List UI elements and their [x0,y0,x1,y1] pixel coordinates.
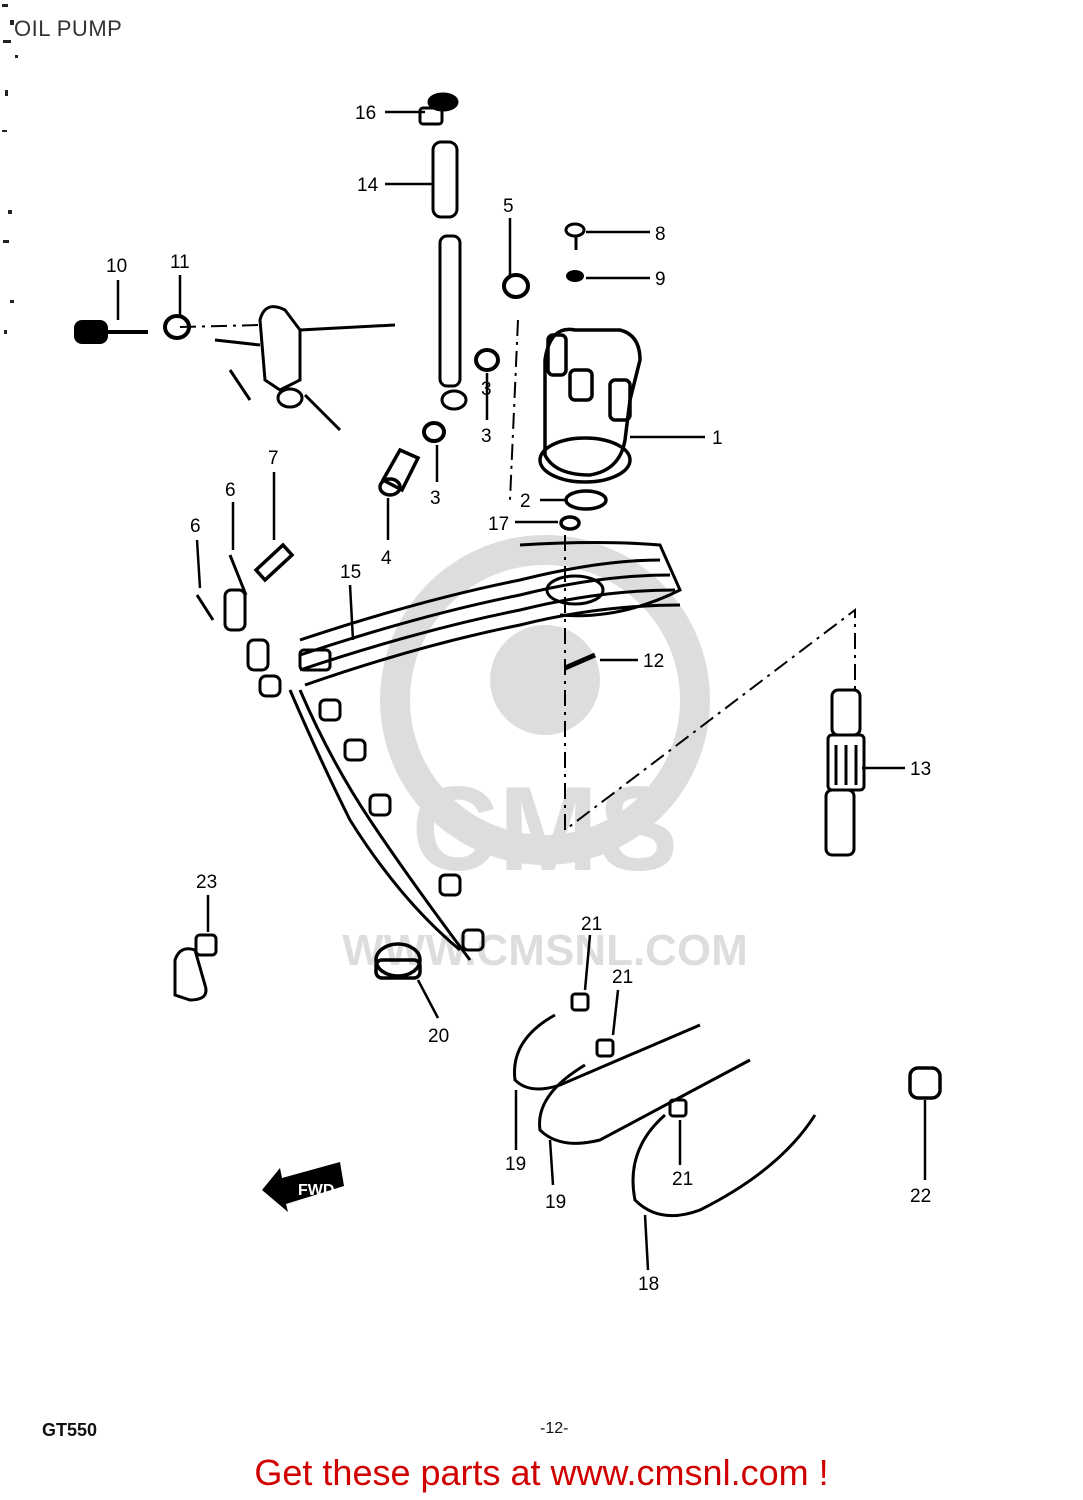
fwd-label: FWD [298,1182,334,1199]
part-20-grommet [374,942,422,980]
callout-19b: 19 [545,1192,566,1213]
callout-5: 5 [503,196,514,217]
callout-3b: 3 [430,488,441,509]
callout-7: 7 [268,448,279,469]
part-12-pin [564,652,596,671]
callout-13: 13 [910,759,931,780]
page-title: OIL PUMP [14,16,123,41]
control-rod [438,234,468,411]
callout-20: 20 [428,1026,449,1047]
callout-8: 8 [655,224,666,245]
callout-labels: 16 14 5 8 9 10 11 1 3 3 3 4 2 17 7 6 6 1… [106,103,931,1295]
hoses-18-19 [513,992,817,1218]
callout-19a: 19 [505,1154,526,1175]
callout-2: 2 [520,491,531,512]
callout-12: 12 [643,651,664,672]
part-4-bolt [378,447,421,497]
part-13-gear [824,688,866,857]
part-7-bolt [253,542,295,583]
callout-15: 15 [340,562,361,583]
callout-4: 4 [381,548,392,569]
callout-6b: 6 [190,516,201,537]
part-8-screw [564,222,586,250]
callout-16: 16 [355,103,376,124]
callout-21b: 21 [612,967,633,988]
alignment-lines [179,319,856,833]
watermark-logo: CMS WWW.CMSNL.COM [342,535,748,975]
model-label: GT550 [42,1420,98,1440]
part-15-pipe-assembly [223,541,682,961]
callout-1: 1 [712,428,723,449]
callout-9: 9 [655,269,666,290]
footer-link-text[interactable]: Get these parts at www.cmsnl.com ! [254,1452,829,1493]
callout-3c: 3 [481,426,492,447]
part-14-hose [431,140,459,219]
watermark-url: WWW.CMSNL.COM [342,926,748,975]
callout-21a: 21 [581,914,602,935]
callout-10: 10 [106,256,127,277]
callout-21c: 21 [672,1169,693,1190]
callout-17: 17 [488,514,509,535]
leader-lines [116,110,927,1271]
part-9-washer [566,270,584,282]
fwd-arrow: FWD [262,1162,344,1212]
lever-arm [214,305,396,432]
callout-23: 23 [196,872,217,893]
part-23-clamp [173,933,218,1002]
callout-22: 22 [910,1186,931,1207]
callout-18: 18 [638,1274,659,1295]
callout-3a: 3 [481,379,492,400]
part-6-clips [195,554,248,621]
part-16-clip [418,92,459,126]
part-10-bolt [74,320,148,344]
scan-noise [2,4,18,334]
callout-6a: 6 [225,480,236,501]
washers-3 [422,348,500,443]
callout-11: 11 [170,252,190,273]
callout-14: 14 [357,175,379,196]
page-number: -12- [540,1420,569,1437]
part-1-oil-pump [538,327,642,531]
part-5-cap [502,273,530,299]
part-22-cap [908,1066,942,1100]
